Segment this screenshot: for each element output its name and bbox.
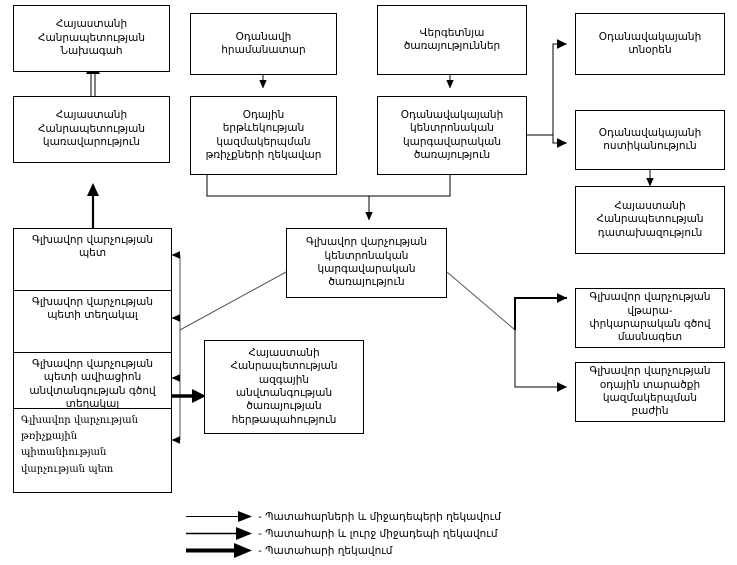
node-atc-flight-chief: Օդային երթևեկության կազմակերպման թռիչքնե… bbox=[190, 96, 337, 175]
stack-item-deputy-aviation-security: Գլխավոր վարչության պետի ավիացիոն անվտանգ… bbox=[14, 353, 171, 410]
stack-item-head-of-main-dept: Գլխավոր վարչության պետ bbox=[14, 229, 171, 291]
node-airport-director: Օդանավակայանի տնօրեն bbox=[575, 13, 725, 75]
connector-main-dispatch-to-specialists bbox=[446, 271, 567, 392]
legend-arrow-thin-icon bbox=[186, 511, 252, 522]
node-prosecutor-office: Հայաստանի Հանրապետության դատախազություն bbox=[575, 186, 725, 254]
connector-to-main-dispatch bbox=[206, 175, 451, 221]
connector-stack-to-nss bbox=[172, 389, 206, 403]
node-nss-duty: Հայաստանի Հանրապետության ազգային անվտանգ… bbox=[204, 340, 364, 434]
stack-item-deputy-head: Գլխավոր վարչության պետի տեղակալ bbox=[14, 291, 171, 353]
node-airport-central-dispatch: Օդանավակայանի կենտրոնական կարգավարական ծ… bbox=[377, 96, 527, 175]
legend-label-thick: - Պատահարի ղեկավում bbox=[258, 544, 393, 557]
node-ground-services: Վերգետնյա ծառայություններ bbox=[377, 5, 527, 75]
legend: - Պատահարների և միջադեպերի ղեկավում - Պա… bbox=[186, 508, 501, 559]
node-airport-police: Օդանավակայանի ոստիկանություն bbox=[575, 110, 725, 170]
legend-label-thin: - Պատահարների և միջադեպերի ղեկավում bbox=[258, 510, 501, 523]
node-rescue-specialist: Գլխավոր վարչության վթարա- փրկարարական գծ… bbox=[575, 288, 725, 348]
legend-arrow-thick-icon bbox=[186, 543, 252, 558]
legend-row-medium: - Պատահարի և լուրջ միջադեպի ղեկավում bbox=[186, 525, 501, 542]
legend-label-medium: - Պատահարի և լուրջ միջադեպի ղեկավում bbox=[258, 527, 498, 540]
node-aircraft-commander: Օդանավի հրամանատար bbox=[190, 13, 337, 75]
connector-stack-to-govt bbox=[87, 183, 99, 228]
connector-dispatch-to-airport-units bbox=[527, 39, 567, 148]
legend-row-thick: - Պատահարի ղեկավում bbox=[186, 542, 501, 559]
node-president: Հայաստանի Հանրապետության Նախագահ bbox=[13, 5, 170, 72]
left-stack-group: Գլխավոր վարչության պետ Գլխավոր վարչությա… bbox=[13, 228, 172, 493]
legend-row-thin: - Պատահարների և միջադեպերի ղեկավում bbox=[186, 508, 501, 525]
legend-arrow-medium-icon bbox=[186, 527, 252, 540]
node-government: Հայաստանի Հանրապետության կառավարություն bbox=[13, 96, 170, 163]
node-main-dept-central-dispatch: Գլխավոր վարչության կենտրոնական կարգավարա… bbox=[286, 228, 447, 298]
stack-item-airworthiness-head: Գլխավոր վարչության թռիչքային պիտանիությա… bbox=[21, 415, 138, 475]
node-airspace-division: Գլխավոր վարչության օդային տարածքի կազմակ… bbox=[575, 362, 725, 422]
